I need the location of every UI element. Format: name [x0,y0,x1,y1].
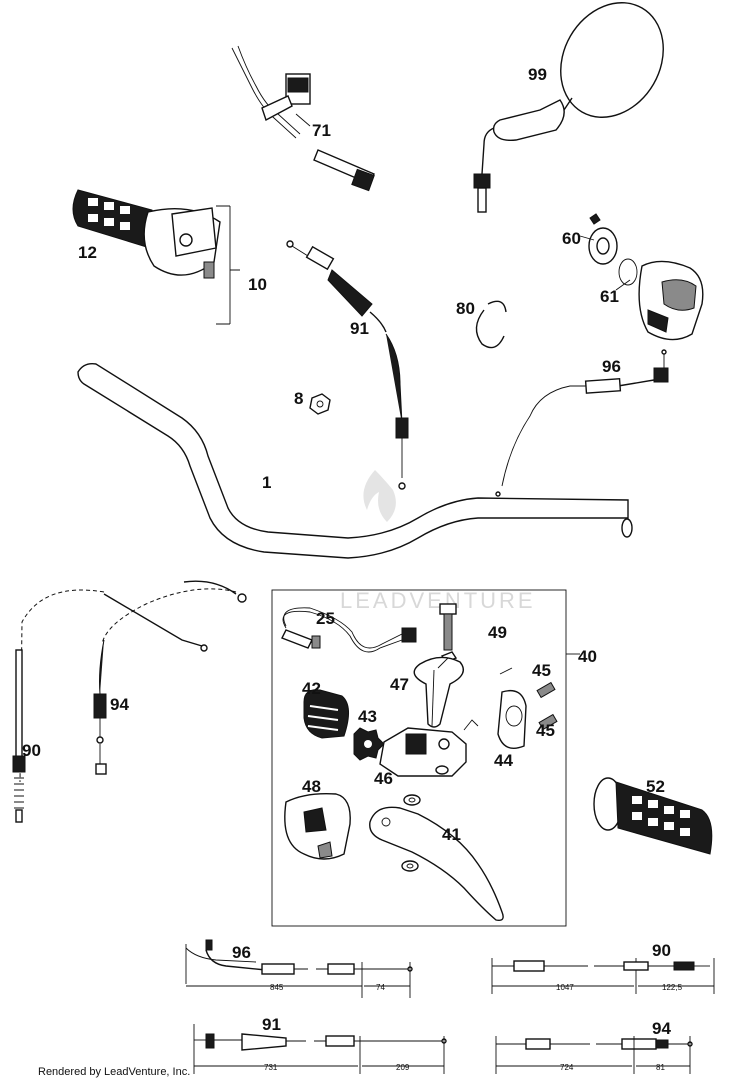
watermark: LEADVENTURE [340,470,536,613]
cable-91-end-length: 209 [396,1063,410,1072]
callout-8: 8 [294,389,303,408]
callout-1: 1 [262,473,271,492]
callout-91: 91 [350,319,369,338]
callout-47: 47 [390,675,409,694]
callout-94: 94 [110,695,129,714]
callout-labels: 99 71 12 10 60 61 91 80 96 8 1 25 49 40 … [22,65,665,844]
screw-49-part[interactable] [439,603,458,663]
washer-part[interactable] [401,765,449,872]
switch-housing-part[interactable] [588,213,704,341]
callout-45a: 45 [532,661,551,680]
watermark-text: LEADVENTURE [340,588,536,613]
clutch-lever-41-part[interactable] [369,806,504,922]
cable-91-length: 731 [264,1063,278,1072]
callout-42: 42 [302,679,321,698]
throttle-cable-91[interactable] [286,240,409,490]
footer-credit: Rendered by LeadVenture, Inc. [38,1066,190,1078]
cable-90-label: 90 [652,941,671,960]
handlebar-part[interactable] [77,362,633,559]
cable-96-top[interactable] [495,349,669,497]
clutch-assembly-box [271,589,580,927]
adjuster-42-part[interactable] [303,689,349,739]
knob-43-part[interactable] [353,727,385,761]
cable-94-length: 724 [560,1063,574,1072]
callout-60: 60 [562,229,581,248]
cable-94[interactable] [93,580,247,775]
callout-96: 96 [602,357,621,376]
callout-40: 40 [578,647,597,666]
callout-99: 99 [528,65,547,84]
clamp-ring-part[interactable] [475,300,507,349]
cable-90-length: 1047 [556,983,574,992]
cable-detail-90: 90 1047 122,5 [491,941,715,994]
clamp-44-part[interactable] [497,689,527,749]
perch-46-part[interactable] [379,719,479,777]
nut-8-part[interactable] [309,393,331,415]
mirror-part[interactable] [473,0,684,213]
throttle-grip-part[interactable] [72,189,240,325]
cable-90-left[interactable] [12,589,208,823]
left-grip-part[interactable] [593,777,713,855]
cable-96-label: 96 [232,943,251,962]
cable-96-end-length: 74 [376,983,385,992]
callout-45b: 45 [536,721,555,740]
cable-detail-91: 91 731 209 [193,1015,447,1074]
lever-arm-47-part[interactable] [413,656,464,728]
callout-43: 43 [358,707,377,726]
callout-90: 90 [22,741,41,760]
callout-80: 80 [456,299,475,318]
switch-71-part[interactable] [231,45,375,192]
callout-48: 48 [302,777,321,796]
callout-12: 12 [78,243,97,262]
cable-91-label: 91 [262,1015,281,1034]
cable-94-label: 94 [652,1019,671,1038]
leader-lines [295,113,631,675]
dust-cover-48-part[interactable] [284,792,351,860]
callout-25: 25 [316,609,335,628]
switch-25-part[interactable] [281,607,417,653]
callout-46: 46 [374,769,393,788]
callout-41: 41 [442,825,461,844]
callout-52: 52 [646,777,665,796]
callout-44: 44 [494,751,513,770]
screw-45-part[interactable] [536,681,558,731]
cable-94-end-length: 81 [656,1063,665,1072]
callout-10: 10 [248,275,267,294]
cable-96-length: 845 [270,983,284,992]
callout-61: 61 [600,287,619,306]
callout-71: 71 [312,121,331,140]
cable-detail-94: 94 724 81 [495,1019,693,1074]
callout-49: 49 [488,623,507,642]
cable-90-end-length: 122,5 [662,983,683,992]
cable-detail-96: 96 845 74 [185,939,413,998]
